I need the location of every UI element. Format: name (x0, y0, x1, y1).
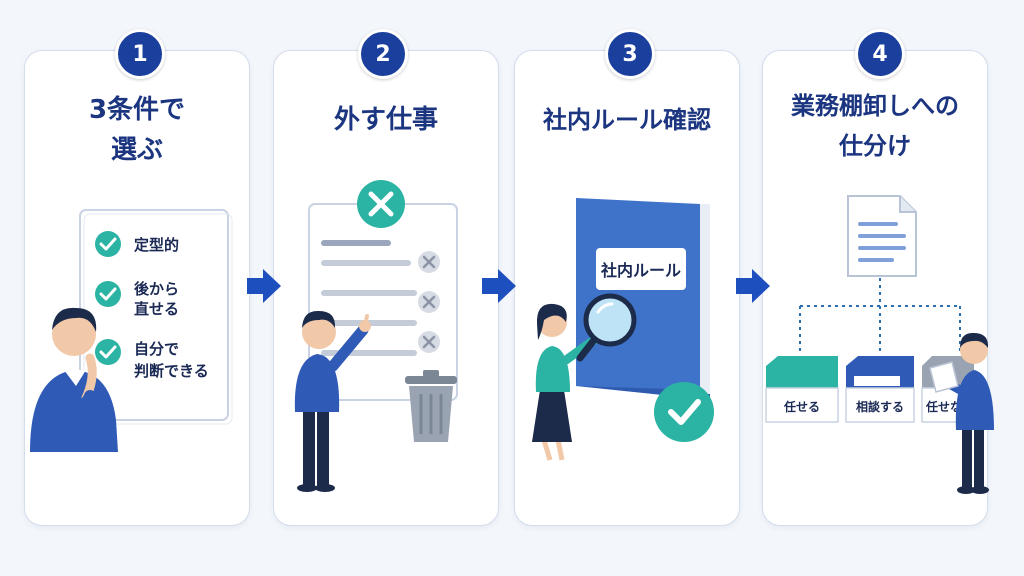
person-holding-paper-figure (929, 332, 994, 494)
step-number-3: 3 (605, 29, 655, 79)
check-icon (95, 281, 121, 307)
x-mark-icon (418, 251, 440, 273)
remove-icon (357, 180, 405, 228)
tray-consult (845, 356, 915, 423)
check-icon (95, 339, 121, 365)
step-1-illustration: 定型的 後から 直せる 自分で 判断できる (30, 209, 233, 452)
tray-delegate (765, 356, 839, 423)
trash-can-icon (405, 370, 457, 442)
arrow-right-icon (247, 269, 281, 303)
sorting-connector (799, 278, 961, 354)
magnifier-icon (576, 293, 637, 362)
step-2-illustration (294, 180, 458, 492)
step-4-illustration: 任せる 相談する 任せない (765, 195, 994, 494)
approved-check-icon (654, 382, 714, 442)
step-title-1-line2: 選ぶ (110, 135, 163, 165)
step-number-2: 2 (358, 29, 408, 79)
x-mark-icon (418, 291, 440, 313)
step-title-1-line1: 3条件で (88, 95, 186, 125)
checklist-item-2-line1: 後から (133, 280, 179, 298)
arrow-right-icon (736, 269, 770, 303)
step-number-1: 1 (115, 29, 165, 79)
thinking-person-figure (30, 307, 118, 452)
step-title-4-line1: 業務棚卸しへの (791, 92, 959, 120)
step-title-4-line2: 仕分け (839, 132, 911, 160)
tray-label-delegate: 任せる (783, 399, 820, 414)
tray-label-consult: 相談する (856, 399, 904, 414)
checklist-item-3-line1: 自分で (134, 340, 179, 358)
checklist-item-2-line2: 直せる (134, 300, 179, 318)
check-icon (95, 231, 121, 257)
pointing-person-figure (294, 310, 371, 492)
step-title-3: 社内ルール確認 (543, 106, 711, 134)
rulebook-label: 社内ルール (600, 261, 681, 280)
checklist-item-1: 定型的 (134, 236, 179, 254)
rulebook-icon (576, 198, 710, 400)
checklist-item-3-line2: 判断できる (134, 362, 209, 380)
step-3-illustration: 社内ルール (532, 198, 714, 461)
step-number-4: 4 (855, 29, 905, 79)
arrow-right-icon (482, 269, 516, 303)
x-mark-icon (418, 331, 440, 353)
document-icon (847, 195, 917, 277)
step-title-2: 外す仕事 (333, 105, 438, 135)
